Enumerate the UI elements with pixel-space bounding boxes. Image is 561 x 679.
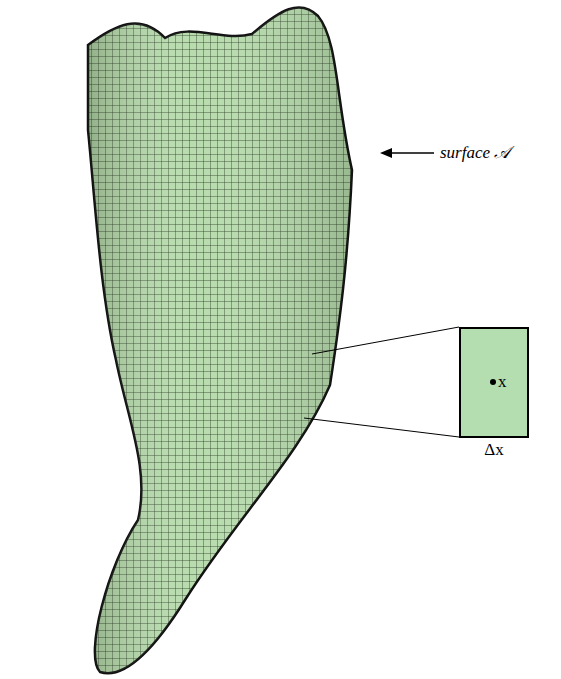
point-dot xyxy=(490,379,496,385)
surface-label: surface 𝒜 xyxy=(440,143,510,163)
arrow-head xyxy=(380,148,392,158)
point-label: x xyxy=(498,372,507,392)
size-label: Δx xyxy=(484,440,503,460)
surface-shading xyxy=(88,7,352,673)
zoom-line xyxy=(304,418,459,437)
zoom-inset: xΔx xyxy=(459,327,529,438)
pointer-arrow xyxy=(388,152,434,154)
surface-mesh xyxy=(88,7,352,673)
zoom-line xyxy=(312,327,459,354)
